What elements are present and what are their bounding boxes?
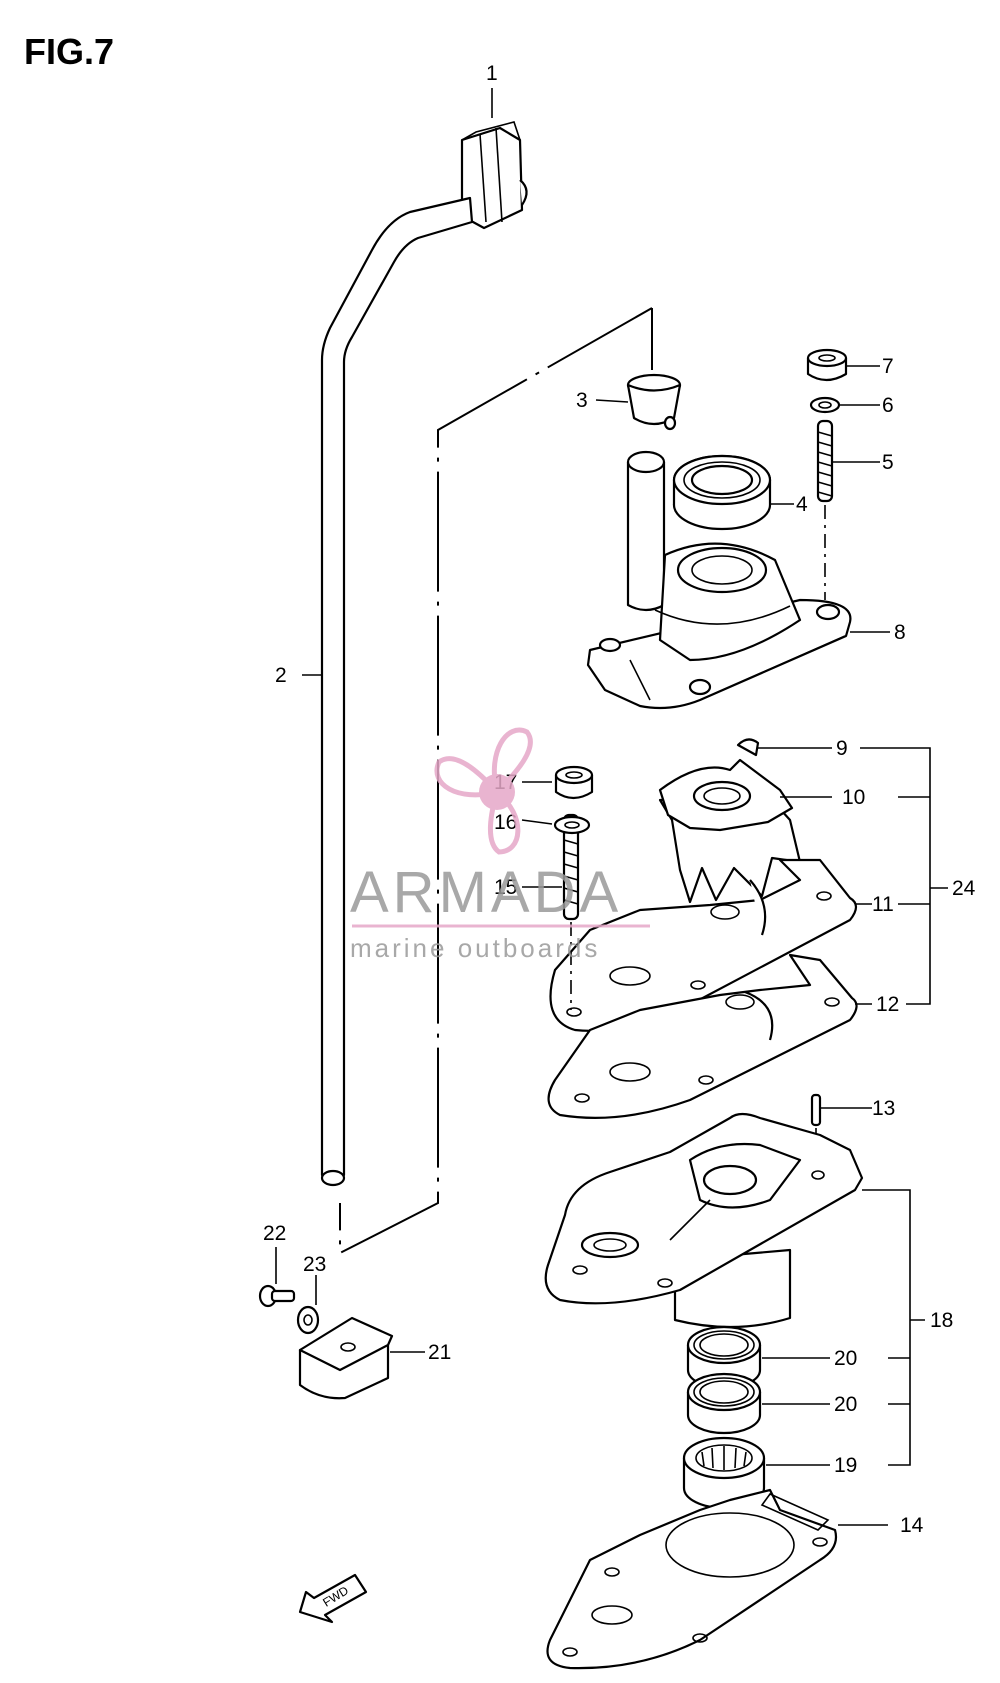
part-3-grommet [626,373,682,431]
part-22-bolt [258,1284,296,1308]
part-21-anode [298,1316,394,1400]
callout-12: 12 [876,993,899,1016]
callout-8: 8 [894,621,906,644]
callout-16: 16 [494,811,517,834]
watermark-tagline: marine outboards [350,933,600,963]
callout-2: 2 [275,664,287,687]
callout-19: 19 [834,1454,857,1477]
callout-13: 13 [872,1097,895,1120]
part-4-oil-seal [672,454,772,531]
part-23-washer [296,1305,320,1335]
callout-14: 14 [900,1514,924,1537]
part-7-nut [806,348,848,382]
part-2-water-tube [320,196,474,1187]
callout-18: 18 [930,1309,953,1332]
callout-20-lower: 20 [834,1393,857,1416]
part-16-washer [553,815,591,835]
part-6-washer [809,396,841,414]
callout-15: 15 [494,876,517,899]
assembly-line-left [339,307,653,1255]
part-10-impeller [658,758,802,904]
propeller-logo-icon [434,727,533,855]
callout-20-upper: 20 [834,1347,857,1370]
callout-5: 5 [882,451,894,474]
part-9-key [736,738,760,757]
callout-6: 6 [882,394,894,417]
part-14-gasket [546,1488,838,1670]
part-18-lower-case [544,1112,864,1329]
callout-24: 24 [952,877,976,900]
callout-3: 3 [576,389,588,412]
callout-4: 4 [796,493,808,516]
fwd-direction-arrow: FWD [298,1573,368,1624]
callout-21: 21 [428,1341,451,1364]
part-17-nut [554,765,594,800]
watermark: ARMADA marine outboards [350,727,650,963]
part-1-grommet [460,121,528,230]
callout-22: 22 [263,1222,286,1245]
callout-9: 9 [836,737,848,760]
leader-lines [275,88,948,1526]
callout-23: 23 [303,1253,326,1276]
callout-1: 1 [486,62,498,85]
figure-title: FIG.7 [24,31,114,72]
part-8-pump-case [586,450,852,710]
callout-labels: 1 2 3 4 5 6 7 8 9 10 11 12 13 14 15 16 1… [263,62,976,1537]
watermark-brand: ARMADA [350,860,622,925]
callout-7: 7 [882,355,894,378]
part-20-oil-seal-lower [686,1372,762,1435]
part-12-gasket [547,953,858,1119]
callout-11: 11 [872,893,894,916]
part-5-stud [816,419,834,600]
callout-10: 10 [842,786,865,809]
